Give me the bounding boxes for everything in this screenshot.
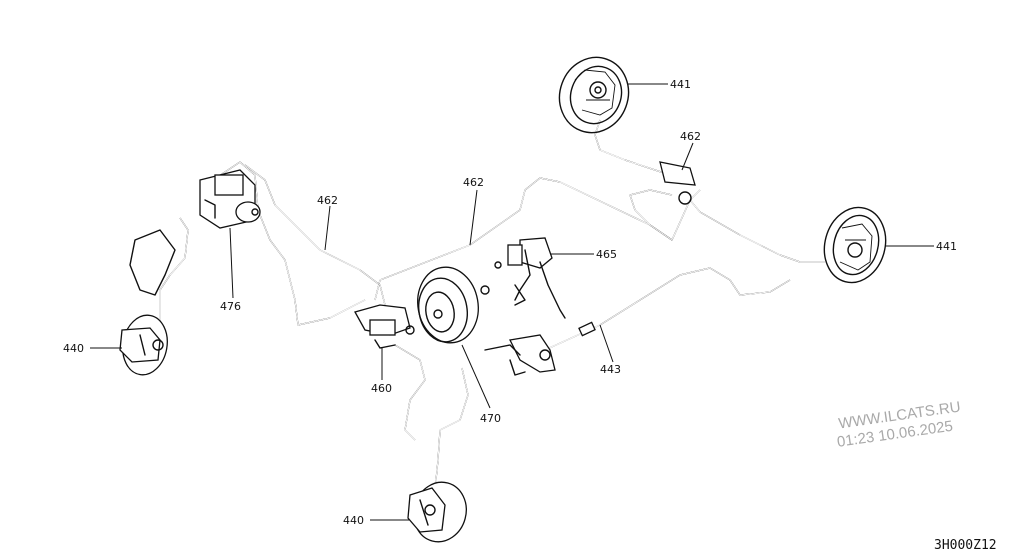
- callout-470[interactable]: 470: [480, 412, 501, 425]
- front-brake-left-440: [119, 229, 176, 376]
- brake-pipes: [159, 119, 825, 491]
- leader-lines: [90, 83, 934, 521]
- callout-476[interactable]: 476: [220, 300, 241, 313]
- parking-brake-lever: [484, 334, 556, 376]
- callout-440-left[interactable]: 440: [63, 342, 84, 355]
- callout-462-mid[interactable]: 462: [463, 176, 484, 189]
- abs-actuator-476: [199, 169, 261, 229]
- pipe-bracket-462: [659, 161, 696, 205]
- brake-booster-470: [417, 266, 479, 344]
- callout-440-bottom[interactable]: 440: [343, 514, 364, 527]
- front-brake-bottom-440: [407, 481, 467, 543]
- master-cylinder-460: [354, 304, 415, 349]
- diagram-code: 3H000Z12: [934, 538, 997, 553]
- callout-441-right[interactable]: 441: [936, 240, 957, 253]
- callout-441-top[interactable]: 441: [670, 78, 691, 91]
- callout-443[interactable]: 443: [600, 363, 621, 376]
- callout-460[interactable]: 460: [371, 382, 392, 395]
- rear-drum-brake-left: [558, 56, 630, 134]
- rear-drum-brake-right: [823, 206, 887, 284]
- watermark: WWW.ILCATS.RU 01:23 10.06.2025: [836, 398, 962, 450]
- callout-465[interactable]: 465: [596, 248, 617, 261]
- callout-462-left[interactable]: 462: [317, 194, 338, 207]
- parking-brake-cable: [544, 189, 791, 351]
- brake-pedal-465: [480, 237, 566, 319]
- callout-462-top[interactable]: 462: [680, 130, 701, 143]
- callout-labels: 441 462 462 462 465 441 440 476 460 470 …: [63, 78, 957, 527]
